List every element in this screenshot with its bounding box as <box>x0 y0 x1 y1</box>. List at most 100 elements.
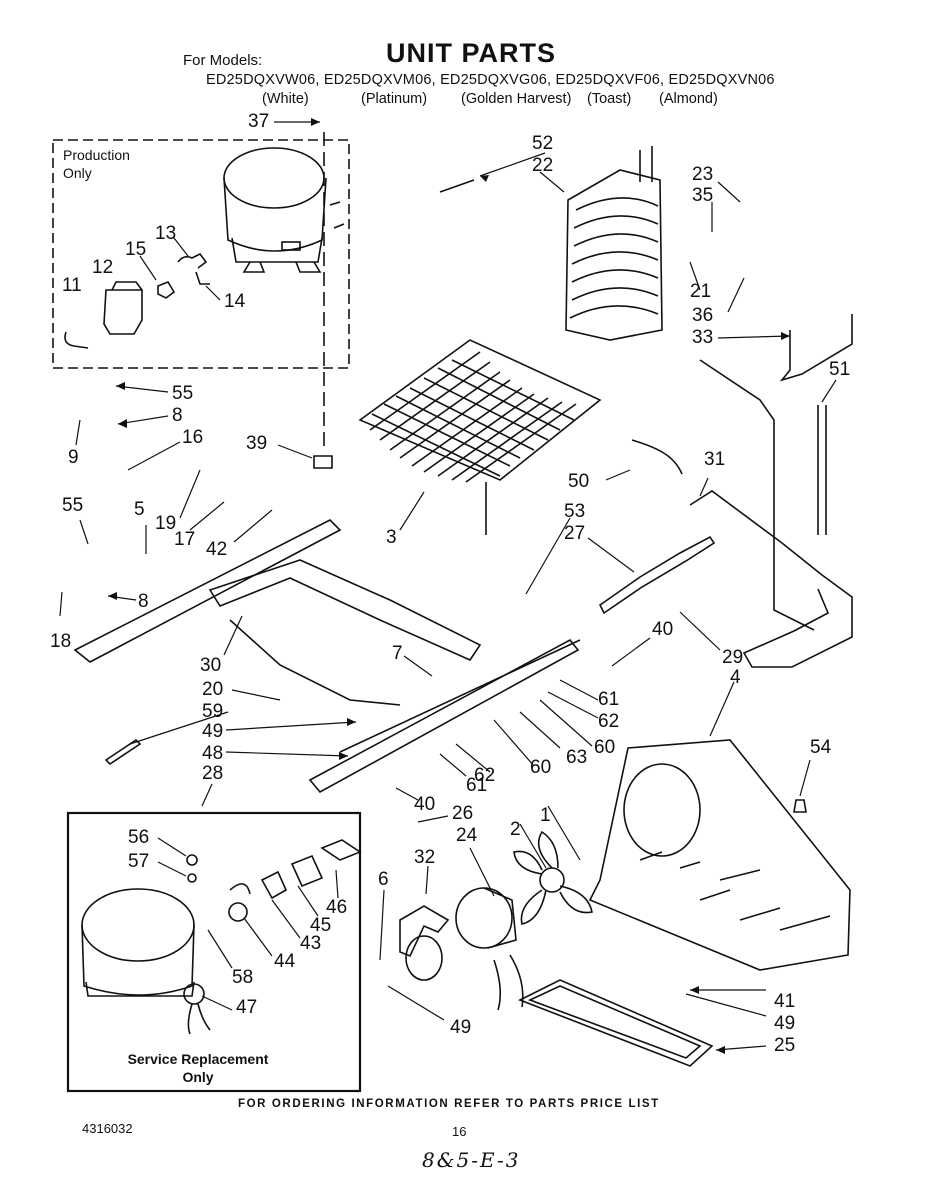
relay-production <box>103 281 143 335</box>
callout-41: 41 <box>774 991 796 1012</box>
callout-42: 42 <box>206 539 228 560</box>
tube-31 <box>689 490 853 668</box>
callout-57: 57 <box>128 851 150 872</box>
callout-49-bottom: 49 <box>450 1017 472 1038</box>
callout-26: 26 <box>452 803 474 824</box>
callout-15: 15 <box>125 239 147 260</box>
callout-27: 27 <box>564 523 586 544</box>
callout-62-left: 62 <box>474 765 496 786</box>
callout-18: 18 <box>50 631 72 652</box>
production-only-label-line2: Only <box>63 165 92 181</box>
screw-54 <box>793 799 807 813</box>
callout-19: 19 <box>155 513 177 534</box>
callout-2: 2 <box>510 819 521 840</box>
terminal-13 <box>177 252 208 269</box>
callout-44: 44 <box>274 951 296 972</box>
callout-24: 24 <box>456 825 478 846</box>
callout-54: 54 <box>810 737 832 758</box>
callout-39: 39 <box>246 433 268 454</box>
callout-59: 59 <box>202 701 224 722</box>
bracket-32 <box>399 905 450 981</box>
callout-7: 7 <box>392 643 403 664</box>
callout-8-top: 8 <box>172 405 183 426</box>
fan-blade-2 <box>513 830 593 925</box>
frame-rails <box>73 519 581 794</box>
color-toast: (Toast) <box>587 91 632 107</box>
callout-9: 9 <box>68 447 79 468</box>
callout-30: 30 <box>200 655 222 676</box>
grommet-39 <box>313 455 333 469</box>
callout-1: 1 <box>540 805 551 826</box>
capillary-52 <box>439 179 475 193</box>
callout-60-left: 60 <box>530 757 552 778</box>
callout-49-right: 49 <box>774 1013 796 1034</box>
page-title: UNIT PARTS <box>386 38 556 68</box>
callout-62-right: 62 <box>598 711 620 732</box>
drier-27 <box>598 535 716 615</box>
callout-61-right: 61 <box>598 689 620 710</box>
callout-53: 53 <box>564 501 586 522</box>
callout-28: 28 <box>202 763 224 784</box>
callout-8-bottom: 8 <box>138 591 149 612</box>
service-replacement-line2: Only <box>182 1069 214 1085</box>
callout-37: 37 <box>248 111 270 132</box>
callout-58: 58 <box>232 967 254 988</box>
callout-11: 11 <box>62 275 82 296</box>
callout-45: 45 <box>310 915 332 936</box>
compressor-production <box>223 147 345 273</box>
callout-60-right: 60 <box>594 737 616 758</box>
wire-50 <box>631 439 683 475</box>
color-golden-harvest: (Golden Harvest) <box>461 91 572 107</box>
callout-21: 21 <box>690 281 712 302</box>
callout-29: 29 <box>722 647 744 668</box>
callout-46: 46 <box>326 897 348 918</box>
callout-63: 63 <box>566 747 588 768</box>
callout-5: 5 <box>134 499 145 520</box>
heater-59 <box>104 738 142 766</box>
callout-43: 43 <box>300 933 322 954</box>
service-replacement-label: Service Replacement Only <box>123 1050 273 1086</box>
callout-4: 4 <box>730 667 741 688</box>
callout-25: 25 <box>774 1035 796 1056</box>
small-parts-service <box>186 839 362 922</box>
handwritten-note: 8&5-E-3 <box>422 1148 521 1172</box>
model-numbers: ED25DQXVW06, ED25DQXVM06, ED25DQXVG06, E… <box>206 72 775 88</box>
callout-55-top: 55 <box>172 383 194 404</box>
callout-3: 3 <box>386 527 397 548</box>
callout-20: 20 <box>202 679 224 700</box>
evaporator-coil <box>358 339 602 535</box>
callout-47: 47 <box>236 997 258 1018</box>
shroud-41 <box>588 739 851 971</box>
callout-40-bottom: 40 <box>414 794 436 815</box>
callout-17: 17 <box>174 529 196 550</box>
leader-lines <box>59 121 837 1051</box>
callout-22: 22 <box>532 155 554 176</box>
ordering-note: FOR ORDERING INFORMATION REFER TO PARTS … <box>238 1098 660 1110</box>
service-replacement-line1: Service Replacement <box>127 1051 269 1067</box>
production-only-label-line1: Production <box>63 147 130 163</box>
callout-56: 56 <box>128 827 150 848</box>
callout-52: 52 <box>532 133 554 154</box>
clip-11 <box>64 331 89 349</box>
callout-50: 50 <box>568 471 590 492</box>
drain-pan-25 <box>518 979 714 1067</box>
callout-6: 6 <box>378 869 389 890</box>
document-number: 4316032 <box>82 1121 133 1136</box>
service-replacement-box <box>66 811 362 1093</box>
clip-14 <box>195 271 210 285</box>
page-number: 16 <box>452 1124 467 1139</box>
callout-13: 13 <box>155 223 177 244</box>
callout-49-left: 49 <box>202 721 224 742</box>
callout-40-right: 40 <box>652 619 674 640</box>
callout-23: 23 <box>692 164 714 185</box>
callout-32: 32 <box>414 847 436 868</box>
color-almond: (Almond) <box>659 91 718 107</box>
callout-35: 35 <box>692 185 714 206</box>
callout-48: 48 <box>202 743 224 764</box>
production-only-box <box>52 139 350 369</box>
tube-51 <box>817 405 827 535</box>
callout-31: 31 <box>704 449 726 470</box>
callout-16: 16 <box>182 427 204 448</box>
motor-24 <box>455 887 524 1011</box>
